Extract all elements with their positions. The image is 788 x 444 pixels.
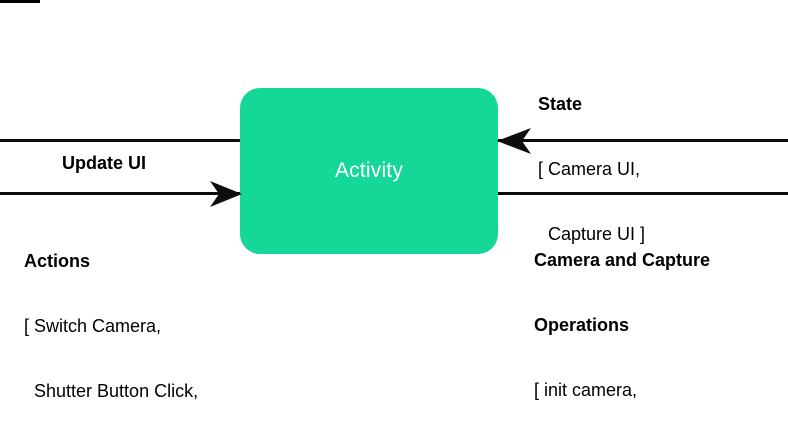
arrow-right-icon bbox=[206, 179, 244, 214]
edge-label-camera-operations-heading: Camera and Capture bbox=[534, 249, 711, 270]
activity-node-label: Activity bbox=[334, 159, 404, 182]
edge-label-update-ui-heading: Update UI bbox=[62, 152, 147, 173]
edge-label-actions-line: [ Switch Camera, bbox=[24, 315, 162, 336]
edge-label-camera-operations-heading: Operations bbox=[534, 314, 630, 335]
edge-label-actions: Actions [ Switch Camera, Shutter Button … bbox=[24, 208, 242, 444]
edge-label-actions-line: Shutter Button Click, bbox=[24, 380, 199, 401]
edge-label-state: State [ Camera UI, Capture UI ] bbox=[538, 51, 645, 288]
edge-label-state-line: Capture UI ] bbox=[538, 223, 646, 244]
arrow-left-icon bbox=[497, 126, 537, 161]
edge-label-update-ui: Update UI bbox=[62, 110, 146, 217]
activity-node: Activity bbox=[240, 88, 498, 254]
edge-label-camera-operations-line: [ init camera, bbox=[534, 379, 638, 400]
edge-label-state-heading: State bbox=[538, 93, 583, 114]
edge-label-state-line: [ Camera UI, bbox=[538, 158, 641, 179]
edge-label-actions-heading: Actions bbox=[24, 250, 91, 271]
corner-marker bbox=[0, 0, 40, 3]
edge-label-camera-operations: Camera and Capture Operations [ init cam… bbox=[534, 207, 710, 444]
